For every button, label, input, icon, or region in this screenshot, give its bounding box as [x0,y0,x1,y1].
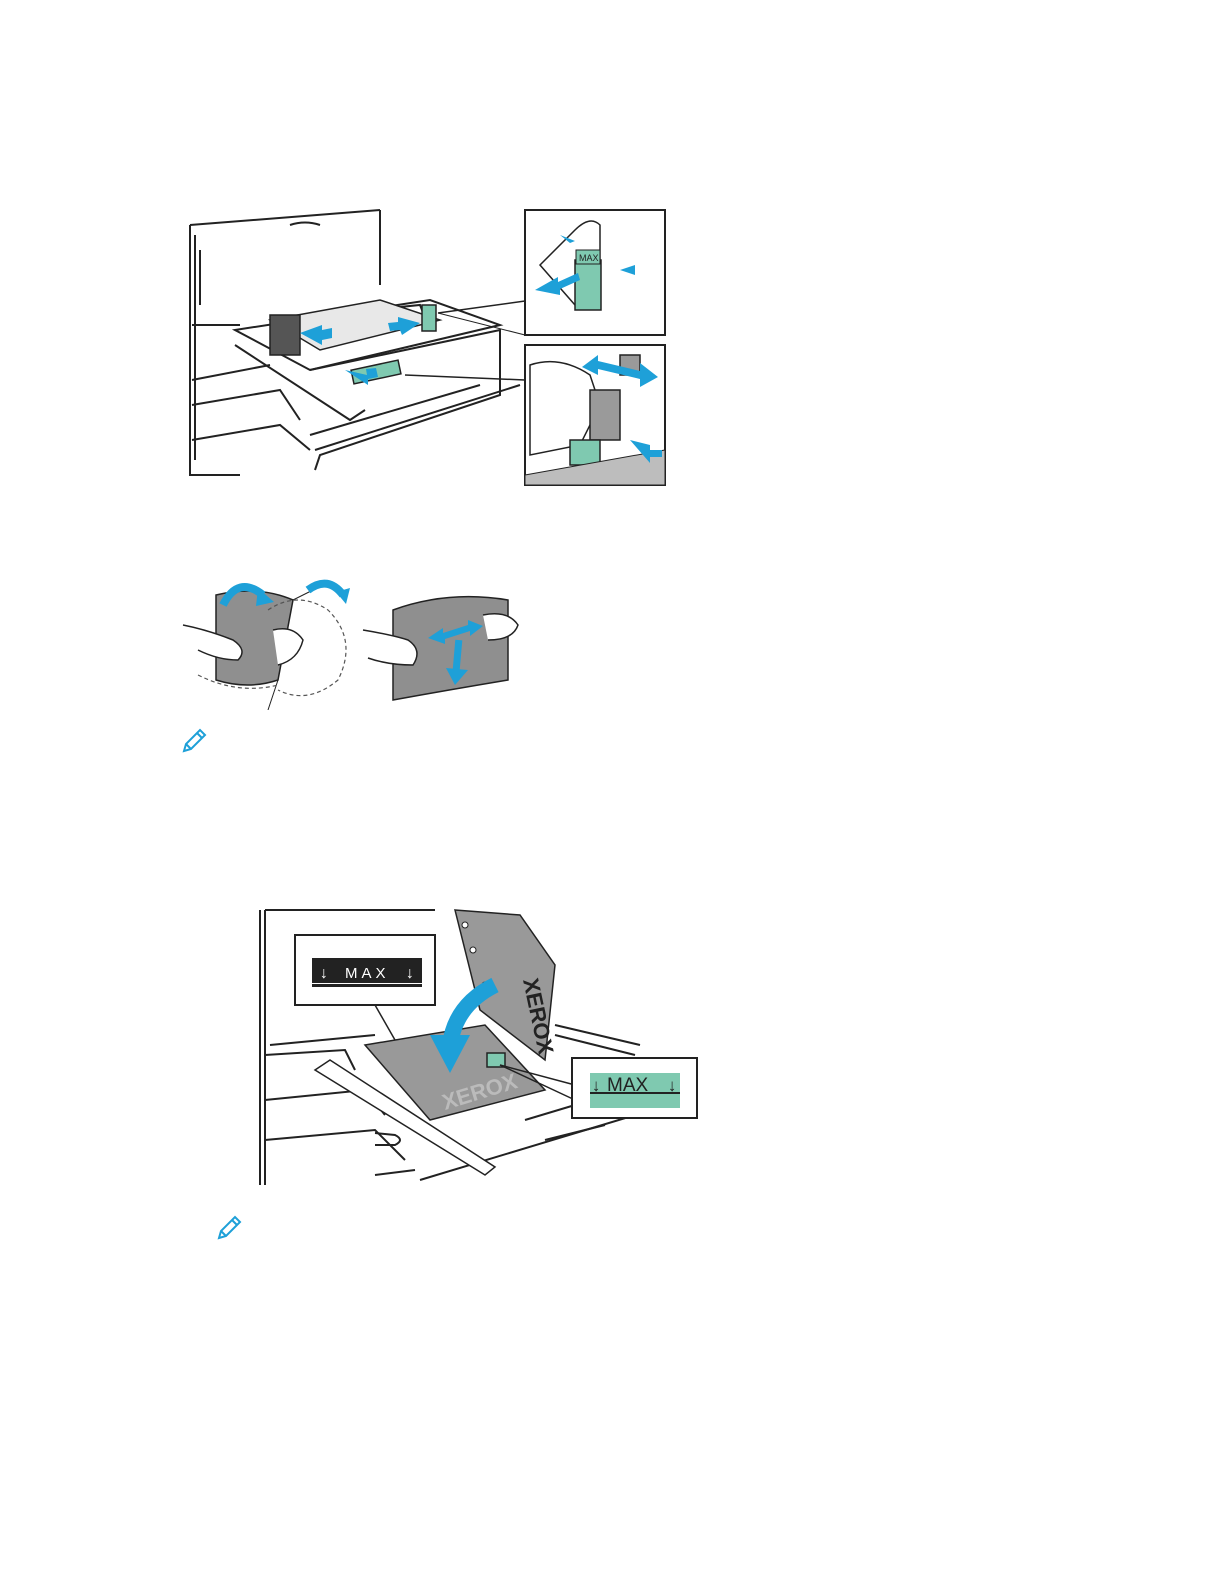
svg-text:↓: ↓ [405,965,415,983]
inset-max-label: MAX [579,253,599,263]
load-paper-illustration: XEROX XEROX ↓ ↓ MAX ↓ ↓ MAX [255,905,700,1190]
tray-guides-figure: MAX [180,205,670,495]
fan-paper-figure [178,570,523,710]
tray-guide-adjust-illustration: MAX [180,205,670,495]
pencil-note-icon [178,725,210,757]
svg-text:↓: ↓ [319,965,329,983]
svg-text:↓: ↓ [591,1078,601,1097]
pencil-note-icon [213,1212,245,1244]
fan-paper-illustration [178,570,523,710]
callout-left-max-label: MAX [345,965,390,982]
callout-right-max-label: MAX [607,1075,649,1096]
load-paper-figure: XEROX XEROX ↓ ↓ MAX ↓ ↓ MAX [255,905,700,1190]
svg-text:↓: ↓ [667,1078,677,1097]
